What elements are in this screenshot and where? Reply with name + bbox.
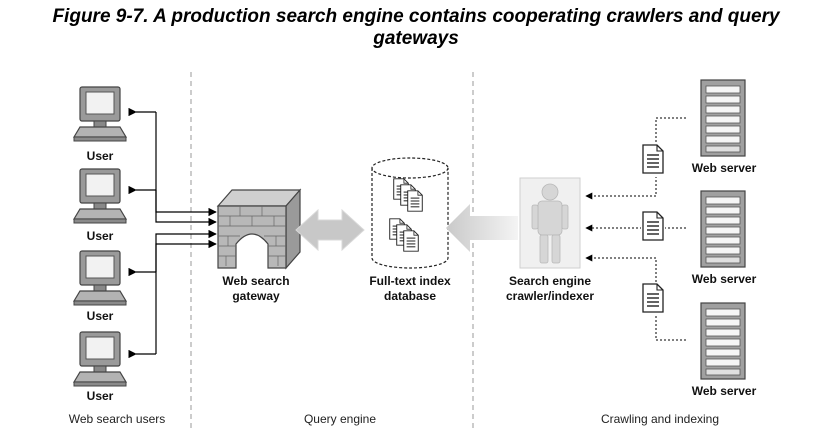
section-label-crawling: Crawling and indexing bbox=[601, 412, 719, 426]
server-icon bbox=[700, 302, 746, 380]
server-label: Web server bbox=[692, 384, 757, 398]
server-label: Web server bbox=[692, 161, 757, 175]
figure-title: Figure 9-7. A production search engine c… bbox=[0, 6, 832, 50]
crawler-database-arrow bbox=[446, 204, 518, 252]
section-label-query: Query engine bbox=[304, 412, 376, 426]
user-label: User bbox=[87, 229, 114, 243]
gateway-database-arrow bbox=[295, 208, 365, 252]
gateway-label-line1: Web search bbox=[222, 274, 289, 288]
user-computer-1: User bbox=[73, 86, 127, 163]
fetched-document-3 bbox=[641, 282, 665, 316]
document-icon bbox=[642, 211, 664, 241]
crawler-label-line2: crawler/indexer bbox=[506, 289, 594, 303]
crawler-label-line1: Search engine bbox=[509, 274, 591, 288]
computer-icon bbox=[73, 250, 127, 306]
database-label-line1: Full-text index bbox=[369, 274, 451, 288]
web-server-3: Web server bbox=[692, 302, 757, 398]
user-label: User bbox=[87, 149, 114, 163]
computer-icon bbox=[73, 168, 127, 224]
fetched-document-2 bbox=[641, 210, 665, 244]
gateway-label-line2: gateway bbox=[232, 289, 280, 303]
fetched-document-1 bbox=[641, 143, 665, 177]
server-icon bbox=[700, 190, 746, 268]
crawler-icon bbox=[519, 177, 581, 269]
database-icon bbox=[371, 157, 449, 269]
user-computer-4: User bbox=[73, 331, 127, 403]
server-icon bbox=[700, 79, 746, 157]
web-server-2: Web server bbox=[692, 190, 757, 286]
user-label: User bbox=[87, 389, 114, 403]
server-label: Web server bbox=[692, 272, 757, 286]
user-gateway-connectors bbox=[128, 107, 217, 359]
gateway-icon bbox=[216, 188, 302, 270]
figure-title-line1: Figure 9-7. A production search engine c… bbox=[52, 6, 780, 27]
document-icon bbox=[642, 144, 664, 174]
server-crawler-connectors bbox=[585, 117, 686, 341]
user-computer-2: User bbox=[73, 168, 127, 243]
computer-icon bbox=[73, 86, 127, 142]
computer-icon bbox=[73, 331, 127, 387]
figure-title-line2: gateways bbox=[373, 28, 459, 49]
user-computer-3: User bbox=[73, 250, 127, 323]
section-label-users: Web search users bbox=[69, 412, 166, 426]
database-label-line2: database bbox=[384, 289, 436, 303]
document-icon bbox=[642, 283, 664, 313]
web-server-1: Web server bbox=[692, 79, 757, 175]
user-label: User bbox=[87, 309, 114, 323]
